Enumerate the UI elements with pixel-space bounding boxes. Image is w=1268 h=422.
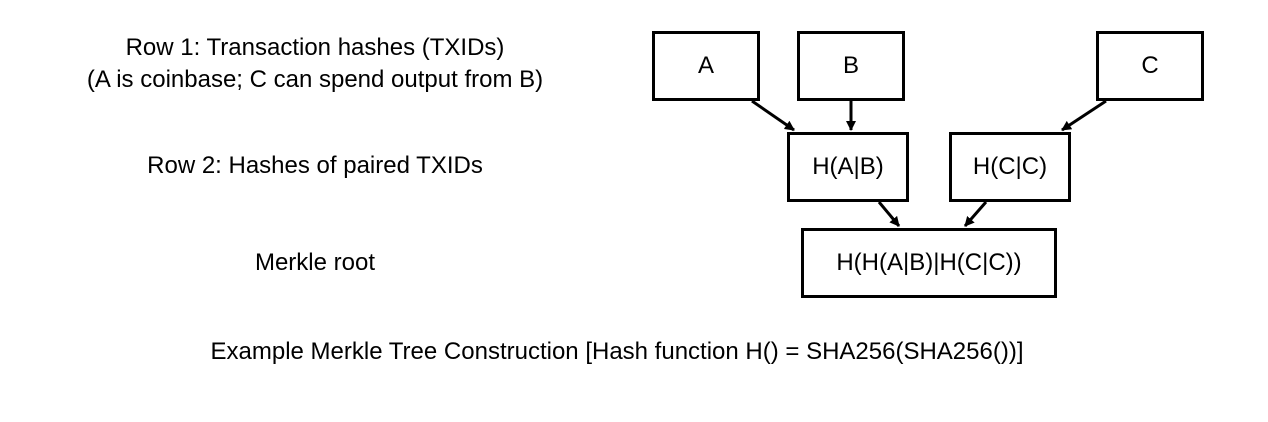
row2-label: Row 2: Hashes of paired TXIDs	[147, 152, 483, 179]
arrow-a-to-hab	[751, 99, 795, 132]
row1-label: Row 1: Transaction hashes (TXIDs) (A is …	[20, 32, 610, 96]
row1-label-line2: (A is coinbase; C can spend output from …	[86, 66, 544, 93]
hash-cc-box: H(C|C)	[949, 132, 1071, 202]
txid-a-box: A	[652, 31, 760, 101]
arrow-c-to-hcc	[1061, 99, 1107, 132]
hash-ab-box: H(A|B)	[787, 132, 909, 202]
arrow-hcc-to-root	[963, 201, 988, 227]
figure-caption: Example Merkle Tree Construction [Hash f…	[210, 338, 1024, 365]
merkle-root-label: Merkle root	[254, 249, 376, 276]
row1-label-line1: Row 1: Transaction hashes (TXIDs)	[125, 34, 505, 61]
txid-b-box: B	[797, 31, 905, 101]
merkle-root-box: H(H(A|B)|H(C|C))	[801, 228, 1057, 298]
txid-c-box: C	[1096, 31, 1204, 101]
arrow-hab-to-root	[877, 201, 901, 227]
